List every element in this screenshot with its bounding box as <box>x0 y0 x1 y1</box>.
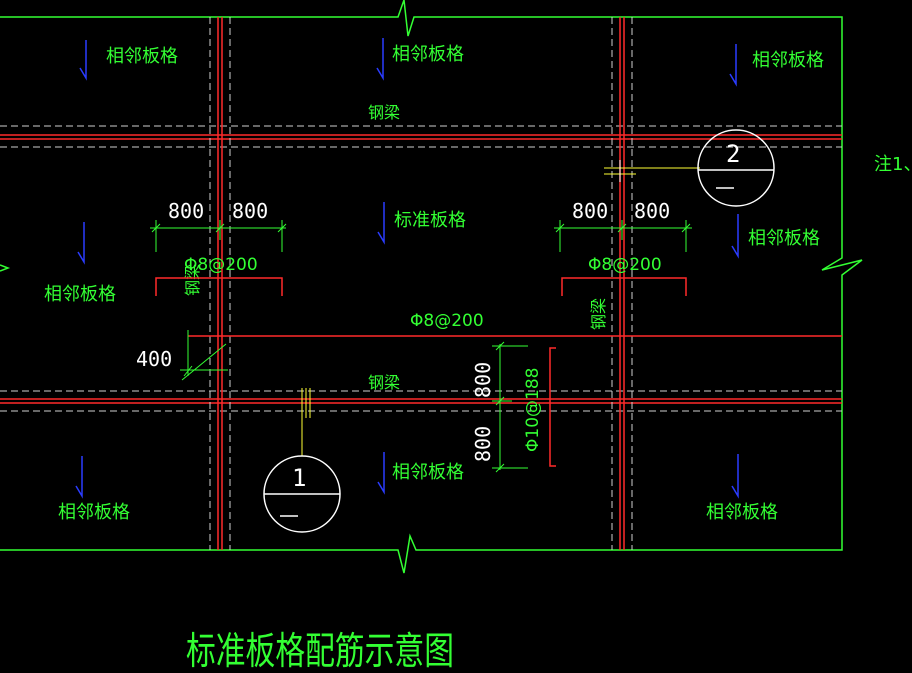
beam-labels: 钢梁 钢梁 钢梁 钢梁 <box>183 103 608 392</box>
section-marker-2: 2 <box>604 129 775 207</box>
note-label: 注1、 <box>874 154 912 175</box>
section-marker-1: 1 <box>263 388 341 533</box>
adjacent-panel-label: 相邻板格 <box>106 46 178 67</box>
slab-mark <box>731 454 739 499</box>
standard-panel-label: 标准板格 <box>394 210 466 231</box>
slab-marks <box>75 38 739 499</box>
slab-mark <box>377 202 385 245</box>
top-rebar-left: 800 800 Φ8@200 <box>150 199 287 296</box>
drawing-frame <box>0 0 863 574</box>
dimension-800: 800 <box>471 362 495 398</box>
rebar-phi8-200: Φ8@200 <box>410 311 484 331</box>
steel-beam-label: 钢梁 <box>183 264 202 296</box>
dimension-400: 400 <box>136 347 172 371</box>
slab-mark <box>729 44 737 87</box>
rebar-phi8-200: Φ8@200 <box>588 255 662 275</box>
steel-beam-label: 钢梁 <box>589 298 608 330</box>
dimension-800: 800 <box>572 199 608 223</box>
dimension-800: 800 <box>232 199 268 223</box>
slab-mark <box>731 214 739 259</box>
adjacent-panel-label: 相邻板格 <box>706 502 778 523</box>
adjacent-panel-label: 相邻板格 <box>748 228 820 249</box>
drawing-title: 标准板格配筋示意图 <box>186 629 454 673</box>
bottom-rebar: Φ8@200 400 <box>136 311 842 381</box>
dimension-800: 800 <box>471 426 495 462</box>
slab-mark <box>79 40 87 81</box>
vertical-beams <box>209 17 633 550</box>
adjacent-panel-label: 相邻板格 <box>44 284 116 305</box>
adjacent-panel-label: 相邻板格 <box>58 502 130 523</box>
adjacent-panel-label: 相邻板格 <box>752 50 824 71</box>
steel-beam-label: 钢梁 <box>368 373 400 392</box>
steel-beam-label: 钢梁 <box>368 103 400 122</box>
top-rebar-right: 800 800 Φ8@200 <box>554 199 692 296</box>
slab-mark <box>77 222 85 265</box>
rebar-phi10-188: Φ10@188 <box>523 368 543 452</box>
vertical-rebar: 800 800 Φ10@188 <box>471 341 556 473</box>
slab-mark <box>75 456 83 499</box>
slab-mark <box>377 452 385 495</box>
section-number: 2 <box>726 140 740 168</box>
adjacent-panel-label: 相邻板格 <box>392 44 464 65</box>
slab-mark <box>376 38 384 81</box>
dimension-800: 800 <box>634 199 670 223</box>
dimension-800: 800 <box>168 199 204 223</box>
adjacent-panel-label: 相邻板格 <box>392 462 464 483</box>
rebar-phi8-200: Φ8@200 <box>184 255 258 275</box>
horizontal-beams <box>0 125 842 412</box>
panel-labels: 相邻板格 相邻板格 相邻板格 标准板格 相邻板格 相邻板格 相邻板格 相邻板格 … <box>44 44 824 523</box>
section-number: 1 <box>292 464 306 492</box>
